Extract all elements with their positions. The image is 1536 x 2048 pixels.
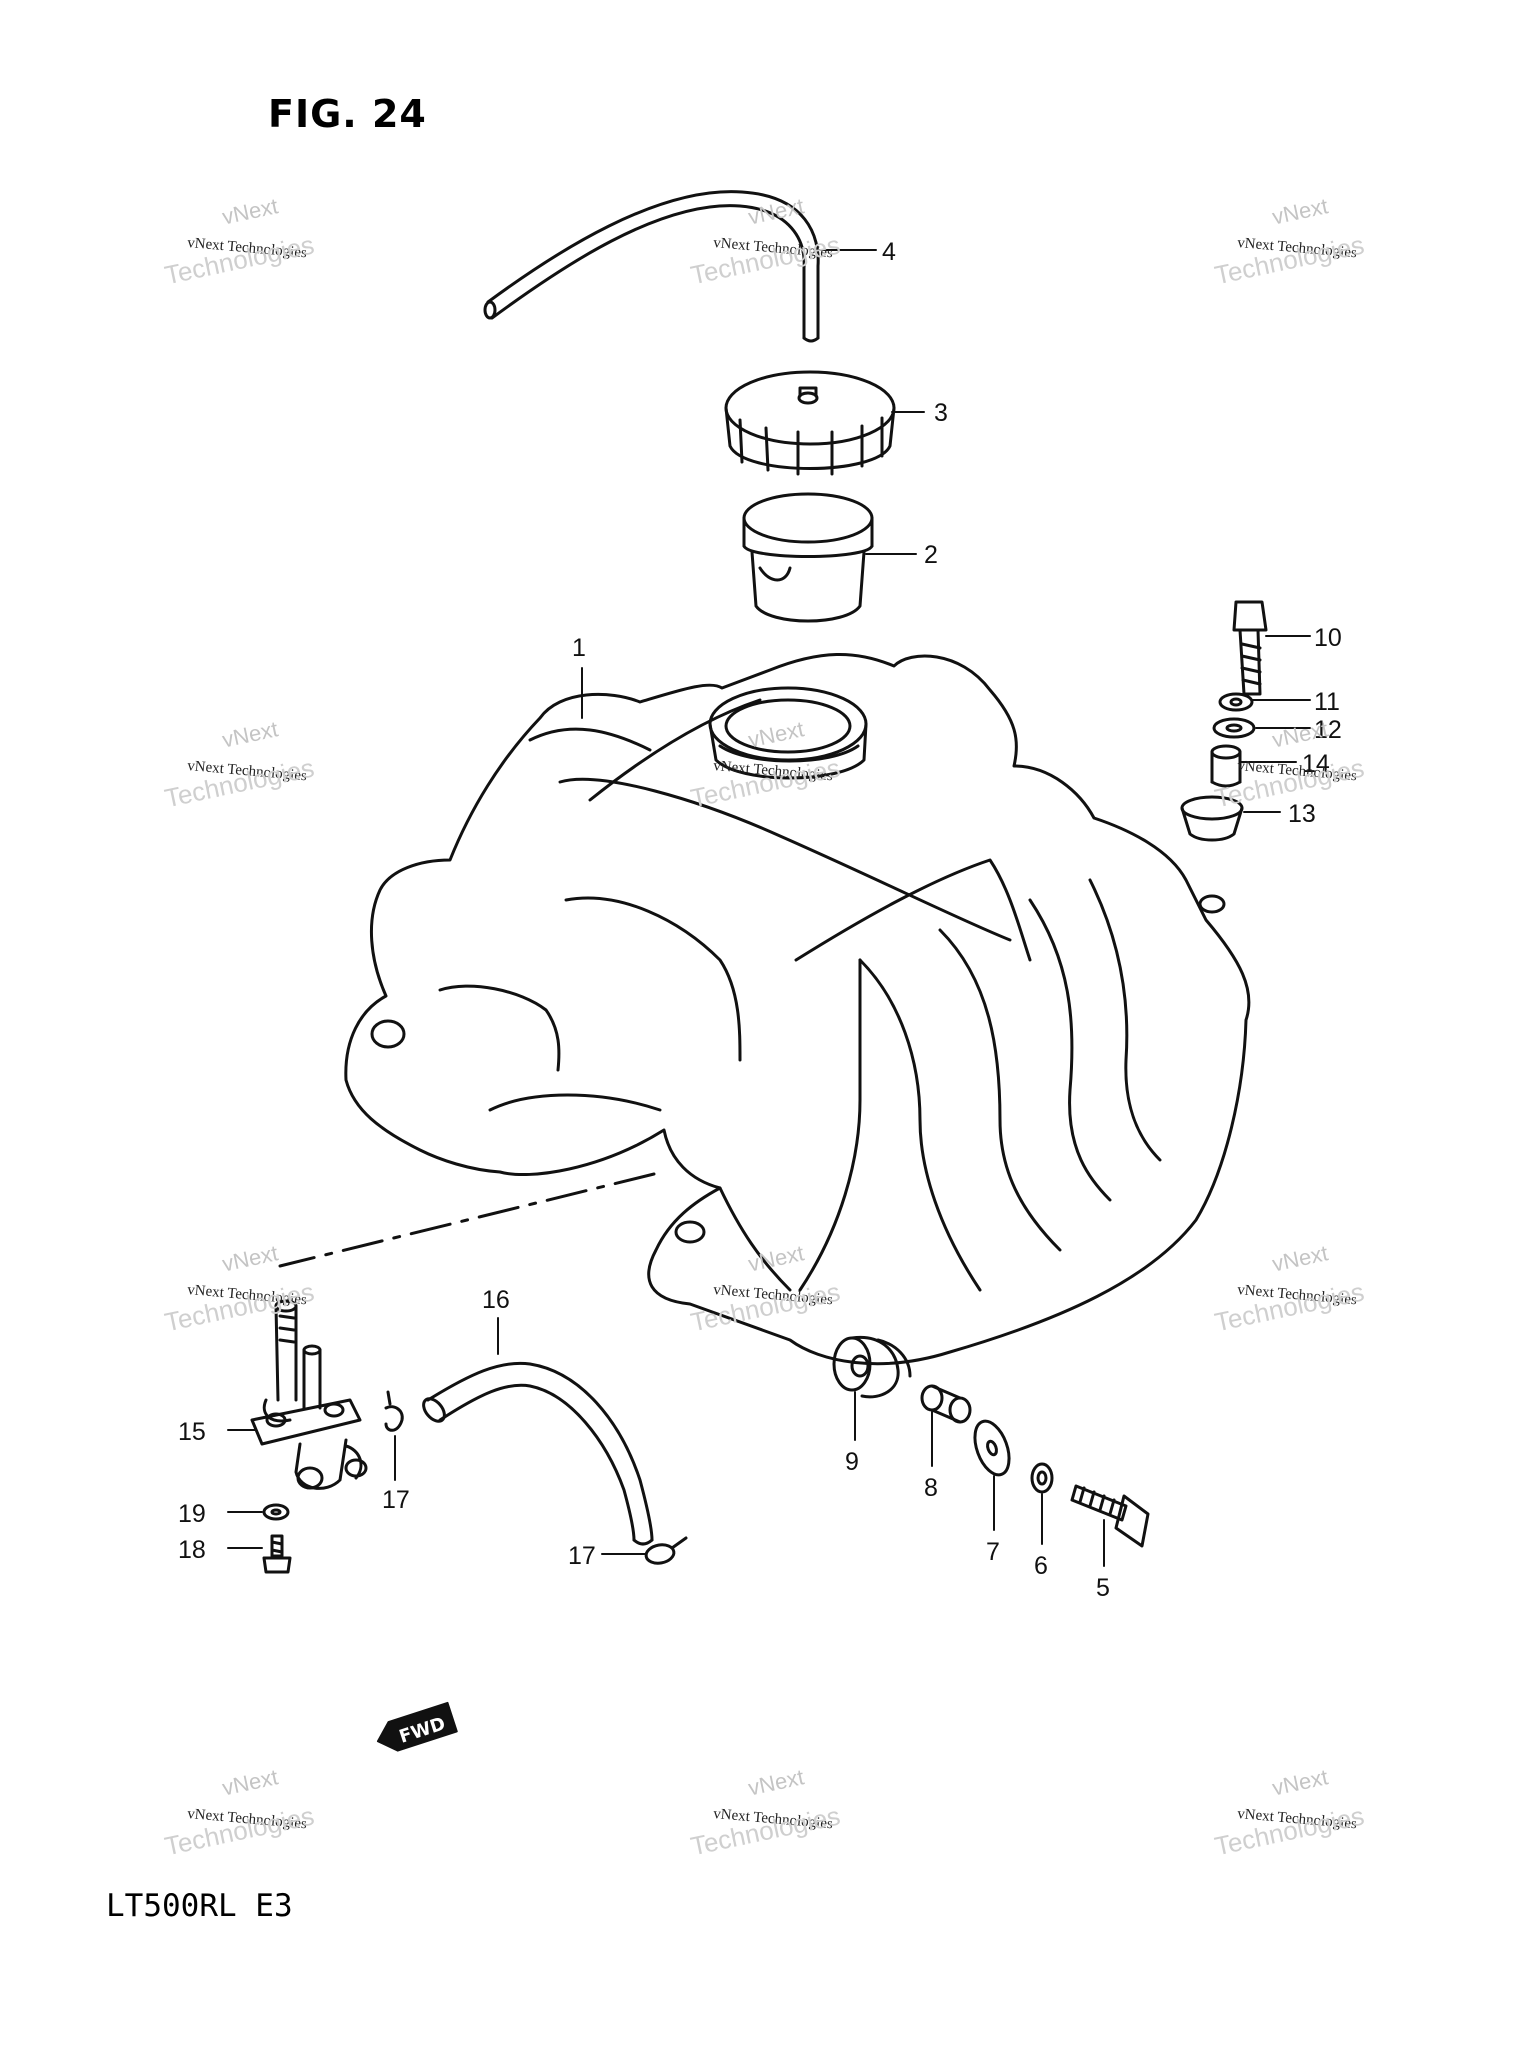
- label-17a: 17: [382, 1486, 410, 1514]
- grommet-9: [832, 1335, 912, 1399]
- washer-6: [1030, 1462, 1054, 1494]
- grommet-13: [1180, 795, 1244, 842]
- label-11: 11: [1314, 688, 1340, 716]
- label-8: 8: [924, 1474, 938, 1502]
- label-1: 1: [572, 634, 586, 662]
- filler-neck: [742, 492, 874, 623]
- collar-8: [920, 1384, 972, 1424]
- label-18: 18: [178, 1536, 206, 1564]
- fwd-arrow: FWD: [376, 1701, 458, 1752]
- label-9: 9: [845, 1448, 859, 1476]
- washer-19: [262, 1503, 290, 1521]
- fuel-cock-15: [250, 1299, 368, 1490]
- label-13: 13: [1288, 800, 1316, 828]
- breather-hose: [483, 190, 820, 343]
- fuel-tank: [344, 653, 1251, 1366]
- label-16: 16: [482, 1286, 510, 1314]
- label-5: 5: [1096, 1574, 1110, 1602]
- fuel-hose-16: [422, 1361, 654, 1546]
- washer-7: [973, 1419, 1011, 1477]
- label-19: 19: [178, 1500, 206, 1528]
- leader-lines: [227, 249, 1311, 1567]
- label-7: 7: [986, 1538, 1000, 1566]
- collar-14: [1210, 744, 1242, 788]
- clamp-17b: [644, 1536, 688, 1565]
- label-6: 6: [1034, 1552, 1048, 1580]
- clamp-17a: [384, 1390, 404, 1432]
- label-14: 14: [1302, 750, 1330, 778]
- fuel-cap: [724, 370, 896, 476]
- label-10: 10: [1314, 624, 1342, 652]
- figure-title: FIG. 24: [268, 92, 427, 136]
- washer-11: [1218, 692, 1254, 712]
- label-15: 15: [178, 1418, 206, 1446]
- label-2: 2: [924, 541, 938, 569]
- bolt-5: [1070, 1484, 1150, 1548]
- screw-18: [262, 1534, 292, 1574]
- callout-labels: 1 2 3 4 10 11 12 14 13 9 8 7 6 5 15 16 1…: [178, 238, 1342, 1602]
- label-3: 3: [934, 399, 948, 427]
- label-4: 4: [882, 238, 896, 266]
- assembly-line: [278, 1172, 656, 1268]
- washer-12: [1212, 717, 1256, 739]
- model-code: LT500RL E3: [106, 1888, 293, 1924]
- bolt-10: [1232, 600, 1268, 696]
- label-12: 12: [1314, 716, 1342, 744]
- label-17b: 17: [568, 1542, 596, 1570]
